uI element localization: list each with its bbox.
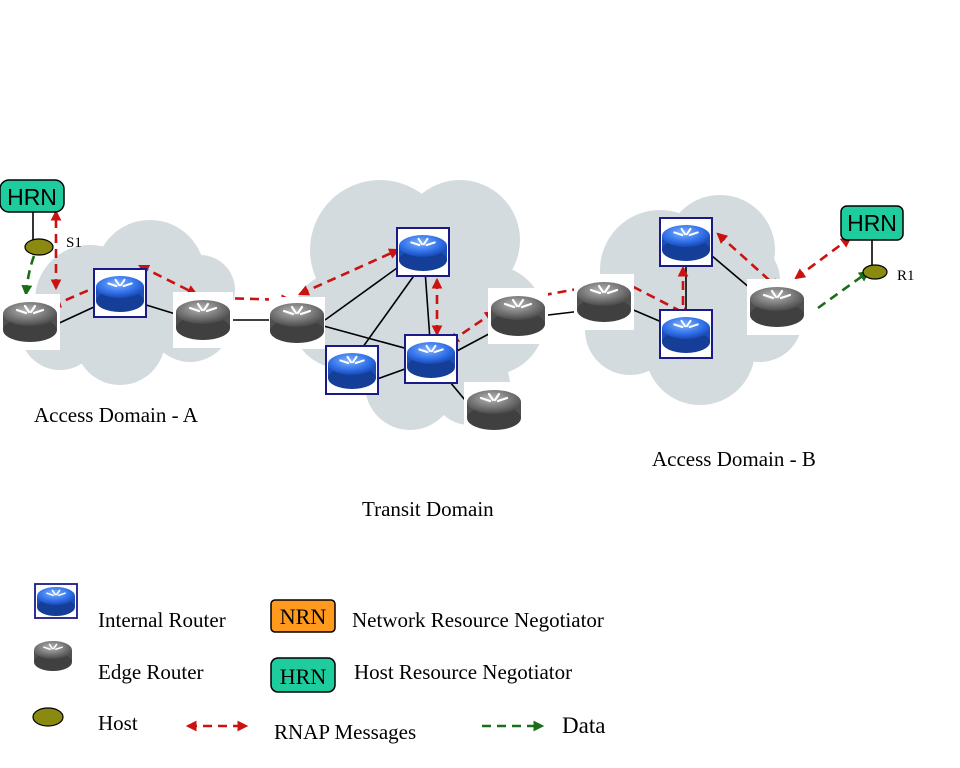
legend-hrn-abbr: HRN [280,664,327,689]
legend-edge-router-icon [34,641,72,671]
edge-router-transit-right [488,288,548,344]
edge-router-a-right [173,292,233,348]
legend-internal-router-icon [34,583,78,619]
host-s1-label: S1 [66,235,82,251]
internal-router-b-bottom [659,309,713,359]
hrn-left-label: HRN [7,184,57,210]
data-flow-arrows [21,255,870,310]
legend-nrn-label: Network Resource Negotiator [352,608,604,632]
hrn-box-right: HRN [840,205,904,241]
internal-router-transit-center [404,334,458,384]
hrn-right-label: HRN [847,210,897,236]
legend-hrn-box [270,657,336,693]
internal-router-a [93,268,147,318]
edge-router-transit-left [269,297,325,349]
legend: Internal Router Edge Router Host NRN Net… [32,583,605,744]
legend-hrn-label: Host Resource Negotiator [354,660,572,684]
legend-rnap-label: RNAP Messages [274,720,416,744]
legend-data-label: Data [562,713,605,738]
edge-router-b-left [574,274,634,330]
transit-domain-label: Transit Domain [362,497,494,521]
host-s1 [24,238,54,256]
internal-router-b-top [659,217,713,267]
legend-nrn-box [270,599,336,633]
internal-router-transit-left [325,345,379,395]
edge-router-a-left [0,294,60,350]
access-domain-a-label: Access Domain - A [34,403,199,427]
legend-host-label: Host [98,711,138,735]
host-r1 [862,264,888,280]
legend-nrn-abbr: NRN [280,604,327,629]
legend-internal-router-label: Internal Router [98,608,226,632]
edge-router-b-right [747,279,807,335]
hrn-box-left: HRN [0,179,65,213]
legend-edge-router-label: Edge Router [98,660,204,684]
access-domain-b-label: Access Domain - B [652,447,816,471]
edge-router-transit-bottom [464,382,524,438]
host-r1-label: R1 [897,268,915,284]
legend-host-icon [32,707,64,727]
internal-router-transit-top [396,227,450,277]
